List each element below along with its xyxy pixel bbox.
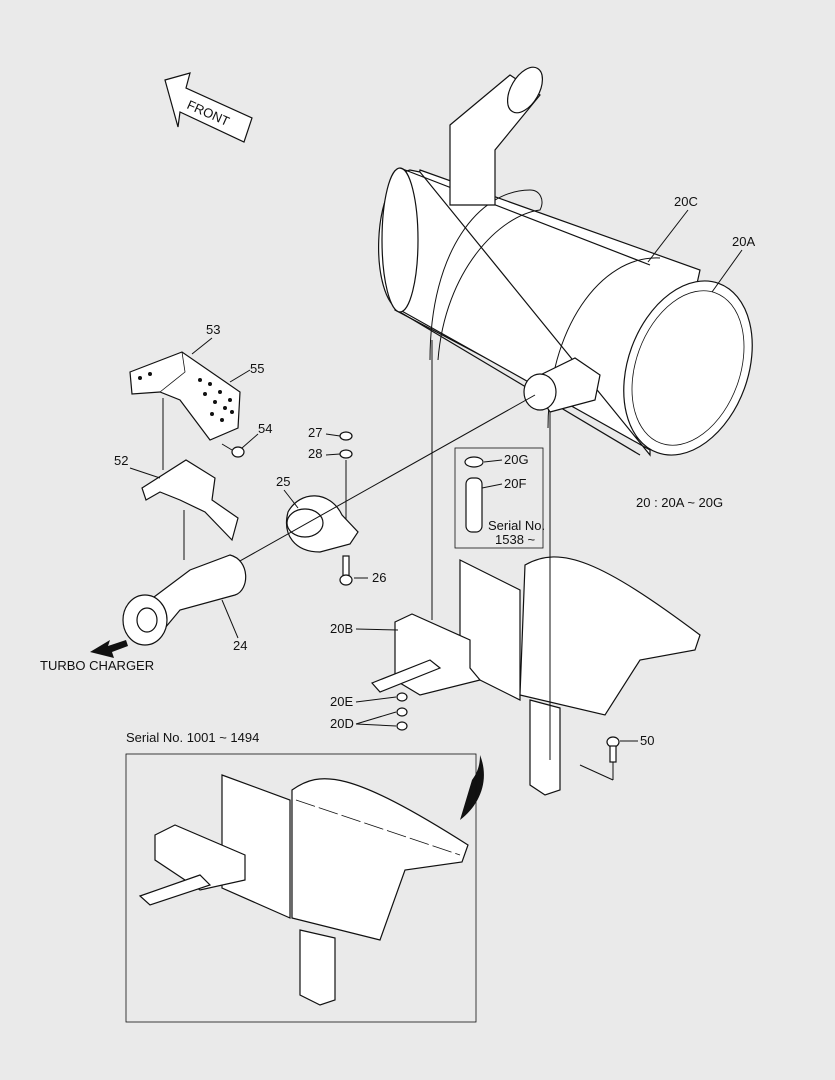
bolt-54 <box>221 443 245 458</box>
bracket-52 <box>141 459 239 542</box>
callout-25: 25 <box>276 474 290 489</box>
turbo-arrow <box>90 640 128 658</box>
muffler <box>378 66 753 457</box>
serial-box-1538: 20G 20F Serial No. 1538 ~ <box>454 447 545 549</box>
front-arrow: FRONT <box>164 72 253 143</box>
heat-shield <box>129 351 241 441</box>
callout-20F: 20F <box>504 476 526 491</box>
nut-27 <box>339 431 353 441</box>
callout-52: 52 <box>114 453 128 468</box>
callout-20B: 20B <box>330 621 353 636</box>
callout-20A: 20A <box>732 234 755 249</box>
inset-box <box>125 753 477 1023</box>
callout-20C: 20C <box>674 194 698 209</box>
inset-arrow <box>460 755 484 820</box>
bolt-50 <box>606 736 620 763</box>
callout-26: 26 <box>372 570 386 585</box>
nut-20D-b <box>396 721 408 731</box>
callout-55: 55 <box>250 361 264 376</box>
callout-20E: 20E <box>330 694 353 709</box>
callout-24: 24 <box>233 638 247 653</box>
nut-20D-a <box>396 707 408 717</box>
washer-28 <box>339 449 353 459</box>
callout-27: 27 <box>308 425 322 440</box>
bolt-26 <box>339 555 353 586</box>
callout-20D: 20D <box>330 716 354 731</box>
callout-54: 54 <box>258 421 272 436</box>
callout-20G: 20G <box>504 452 529 467</box>
callout-53: 53 <box>206 322 220 337</box>
serial-box-title: Serial No. <box>488 518 545 533</box>
turbo-label: TURBO CHARGER <box>40 658 154 673</box>
nut-20E <box>396 692 408 702</box>
note-range: 20 : 20A ~ 20G <box>636 495 723 510</box>
serial-box-value: 1538 ~ <box>495 532 536 547</box>
callout-28: 28 <box>308 446 322 461</box>
callout-50: 50 <box>640 733 654 748</box>
inset-title: Serial No. 1001 ~ 1494 <box>126 730 259 745</box>
pipe-24 <box>122 554 247 646</box>
muffler-support-20B <box>370 556 701 796</box>
clamp-25 <box>286 495 359 553</box>
